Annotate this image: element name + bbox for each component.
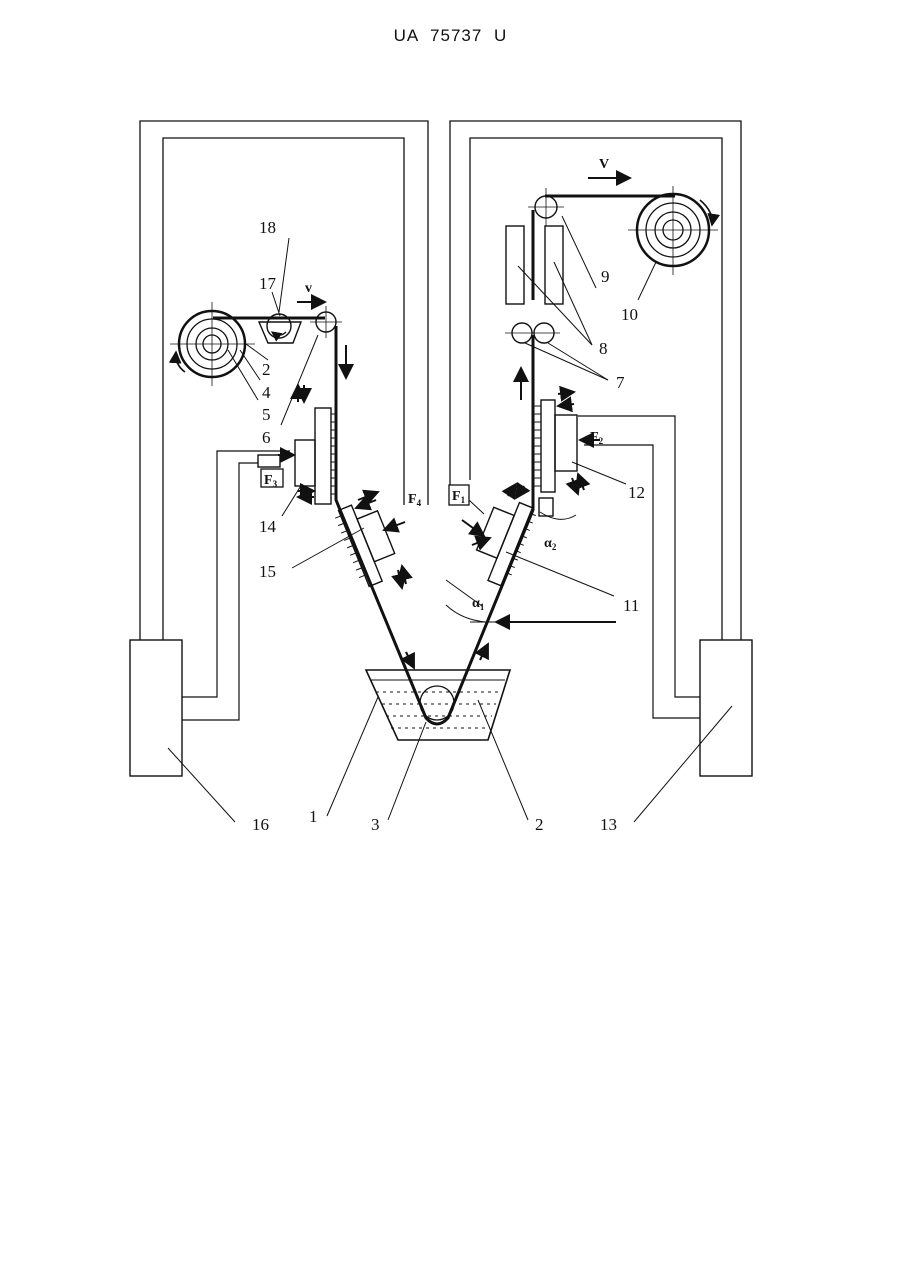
label-16: 16 [252,815,269,834]
take-up-roll [628,186,718,275]
label-2-bath: 2 [535,815,544,834]
label-11: 11 [623,596,639,615]
control-unit-16 [130,640,182,776]
label-F4: F4 [408,492,422,508]
label-alpha1: α1 [472,596,485,612]
label-15: 15 [259,562,276,581]
label-17: 17 [259,274,277,293]
bath [366,670,510,740]
label-F2: F2 [590,430,604,446]
label-10: 10 [621,305,638,324]
label-4: 4 [262,383,271,402]
left-frame [140,121,428,640]
label-18: 18 [259,218,276,237]
right-pipes [578,416,700,718]
label-6: 6 [262,428,271,447]
label-2-top: 2 [262,360,271,379]
label-alpha2: α2 [544,536,557,552]
label-v-right: V [599,157,609,172]
label-13: 13 [600,815,617,834]
right-frame [450,121,741,640]
label-9: 9 [601,267,610,286]
label-7: 7 [616,373,625,392]
head-12 [533,400,577,516]
left-pipes [182,451,290,720]
label-8: 8 [599,339,608,358]
label-14: 14 [259,517,277,536]
label-3: 3 [371,815,380,834]
label-12: 12 [628,483,645,502]
label-1: 1 [309,807,318,826]
label-5: 5 [262,405,271,424]
control-unit-13 [700,640,752,776]
label-v-left: v [305,281,312,296]
